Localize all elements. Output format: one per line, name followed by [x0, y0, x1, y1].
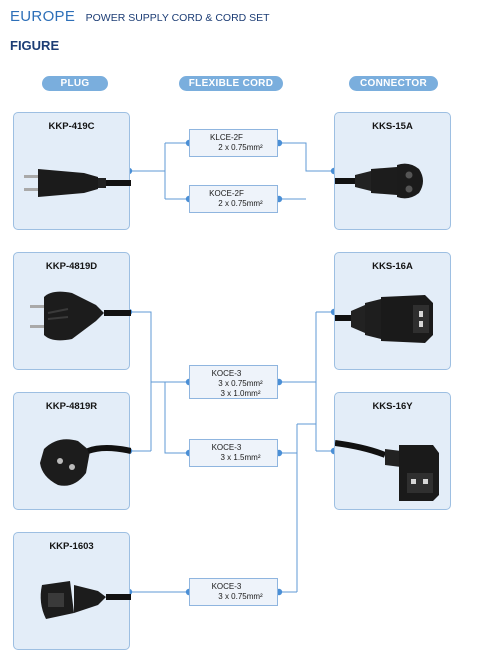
cord-box-koce-2f[interactable]: KOCE-2F 2 x 0.75mm²: [189, 185, 278, 213]
connector-card-kks-15a[interactable]: KKS-15A: [334, 112, 451, 230]
connector-model-label: KKS-16Y: [372, 401, 413, 412]
plug-model-label: KKP-419C: [48, 121, 95, 132]
cord-spec: 3 x 0.75mm²: [218, 592, 263, 601]
plug-model-label: KKP-4819D: [45, 261, 98, 272]
euro-2pin-plug-icon: [24, 169, 131, 197]
cord-box-koce-3-multi[interactable]: KOCE-3 3 x 0.75mm² 3 x 1.0mm²: [189, 365, 278, 399]
cord-box-koce-3-0-75[interactable]: KOCE-3 3 x 0.75mm²: [189, 578, 278, 606]
connector-column-header: CONNECTOR: [349, 76, 438, 91]
plug-card-kkp-419c[interactable]: KKP-419C: [13, 112, 131, 230]
figure-label: FIGURE: [10, 38, 60, 53]
cord-box-koce-3-1-5[interactable]: KOCE-3 3 x 1.5mm²: [189, 439, 278, 467]
connector-model-label: KKS-16A: [372, 261, 413, 272]
region-title: EUROPE: [10, 8, 76, 25]
cord-code: KLCE-2F: [210, 133, 243, 142]
cord-spec-alt: 3 x 1.0mm²: [220, 389, 261, 398]
plug-model-label: KKP-1603: [49, 541, 94, 552]
iec-c7-connector-icon: [335, 163, 423, 199]
schuko-straight-plug-icon: [30, 291, 131, 341]
plug-card-kkp-4819d[interactable]: KKP-4819D: [13, 252, 131, 370]
iec-c13-angled-connector-icon: [335, 440, 439, 501]
connector-model-label: KKS-15A: [372, 121, 413, 132]
iec-c14-plug-icon: [40, 581, 131, 619]
title-subtitle: POWER SUPPLY CORD & CORD SET: [85, 12, 270, 24]
connector-card-kks-16y[interactable]: KKS-16Y: [334, 392, 451, 510]
cord-spec: 3 x 0.75mm²: [218, 379, 263, 388]
page-title: EUROPE POWER SUPPLY CORD & CORD SET: [10, 8, 270, 26]
cord-spec: 2 x 0.75mm²: [218, 143, 263, 152]
cord-column-header: FLEXIBLE CORD: [179, 76, 283, 91]
cord-code: KOCE-2F: [209, 189, 244, 198]
iec-c13-connector-icon: [335, 295, 433, 343]
cord-code: KOCE-3: [211, 582, 242, 591]
plug-card-kkp-4819r[interactable]: KKP-4819R: [13, 392, 131, 510]
plug-model-label: KKP-4819R: [45, 401, 98, 412]
cord-box-klce-2f[interactable]: KLCE-2F 2 x 0.75mm²: [189, 129, 278, 157]
cord-spec: 2 x 0.75mm²: [218, 199, 263, 208]
cord-spec: 3 x 1.5mm²: [220, 453, 261, 462]
cord-code: KOCE-3: [211, 443, 242, 452]
plug-card-kkp-1603[interactable]: KKP-1603: [13, 532, 131, 650]
connector-card-kks-16a[interactable]: KKS-16A: [334, 252, 451, 370]
plug-column-header: PLUG: [42, 76, 108, 91]
cord-code: KOCE-3: [211, 369, 242, 378]
schuko-angled-plug-icon: [40, 439, 131, 486]
